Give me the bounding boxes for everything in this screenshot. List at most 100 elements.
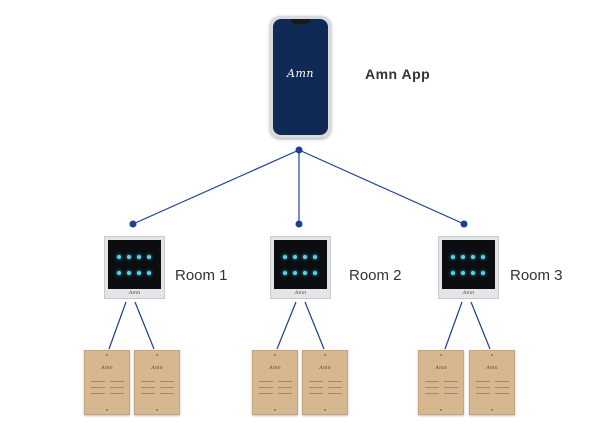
plate-screw: [440, 409, 442, 411]
smartphone-icon: Amn: [270, 16, 331, 138]
panel-button-icon: [313, 271, 317, 275]
plate-line: [160, 381, 174, 382]
plate-line: [328, 393, 342, 394]
plate-line: [495, 387, 509, 388]
room1-touch-panel-icon: Amn: [104, 236, 165, 299]
plate-line: [495, 393, 509, 394]
panel-button-icon: [461, 271, 465, 275]
plate-logo: Amn: [101, 365, 113, 371]
panel-button-icon: [137, 255, 141, 259]
app-label: Amn App: [365, 66, 431, 82]
plate-line: [141, 393, 155, 394]
plate-line: [110, 381, 124, 382]
plate-line: [278, 381, 292, 382]
panel-button-icon: [137, 271, 141, 275]
plate-line: [259, 381, 273, 382]
panel-button-icon: [147, 271, 151, 275]
plate-screw: [440, 354, 442, 356]
plate-line: [328, 381, 342, 382]
room2-touch-panel-icon: Amn: [270, 236, 331, 299]
plate-screw: [491, 409, 493, 411]
plate-line: [259, 387, 273, 388]
room3-node: [460, 220, 468, 228]
panel-button-icon: [471, 271, 475, 275]
plate-line: [160, 393, 174, 394]
plate-line: [309, 387, 323, 388]
plate-logo: Amn: [435, 365, 447, 371]
plate-screw: [106, 354, 108, 356]
plate-line: [425, 393, 439, 394]
plate-line: [141, 387, 155, 388]
phone-screen: Amn: [273, 19, 328, 135]
line-hub-room3: [298, 149, 465, 225]
panel-button-icon: [117, 271, 121, 275]
plate-line: [444, 393, 458, 394]
plate-screw: [274, 354, 276, 356]
panel-button-icon: [481, 255, 485, 259]
plate-line: [309, 381, 323, 382]
panel-brand: Amn: [294, 290, 307, 296]
panel-button-icon: [147, 255, 151, 259]
panel-button-icon: [313, 255, 317, 259]
line-room1-plate1: [108, 301, 127, 350]
panel-brand: Amn: [128, 290, 141, 296]
panel-screen: [108, 240, 161, 289]
plate-line: [309, 393, 323, 394]
plate-screw: [156, 409, 158, 411]
panel-button-icon: [451, 255, 455, 259]
plate-logo: Amn: [319, 365, 331, 371]
panel-button-icon: [117, 255, 121, 259]
plate-line: [425, 387, 439, 388]
panel-button-icon: [293, 255, 297, 259]
room2-label: Room 2: [349, 267, 402, 284]
phone-notch: [291, 19, 310, 24]
line-hub-room1: [132, 149, 300, 225]
plate-screw: [106, 409, 108, 411]
plate-logo: Amn: [151, 365, 163, 371]
plate-line: [91, 387, 105, 388]
plate-line: [160, 387, 174, 388]
plate-line: [476, 381, 490, 382]
panel-button-icon: [127, 271, 131, 275]
line-room2-plate1: [276, 301, 297, 350]
switch-plate-icon: Amn: [252, 350, 298, 415]
plate-line: [444, 387, 458, 388]
plate-line: [259, 393, 273, 394]
line-room1-plate2: [134, 301, 155, 350]
plate-line: [91, 381, 105, 382]
panel-button-icon: [293, 271, 297, 275]
panel-button-icon: [283, 271, 287, 275]
switch-plate-icon: Amn: [302, 350, 348, 415]
plate-line: [141, 381, 155, 382]
plate-line: [476, 387, 490, 388]
room3-label: Room 3: [510, 267, 563, 284]
room2-node: [295, 220, 303, 228]
plate-screw: [324, 409, 326, 411]
panel-button-icon: [283, 255, 287, 259]
panel-button-icon: [303, 255, 307, 259]
plate-screw: [156, 354, 158, 356]
panel-button-icon: [481, 271, 485, 275]
app-logo: Amn: [287, 67, 314, 80]
plate-line: [278, 387, 292, 388]
plate-screw: [274, 409, 276, 411]
plate-line: [278, 393, 292, 394]
plate-line: [91, 393, 105, 394]
panel-button-icon: [471, 255, 475, 259]
room3-touch-panel-icon: Amn: [438, 236, 499, 299]
plate-line: [444, 381, 458, 382]
panel-button-icon: [461, 255, 465, 259]
plate-line: [110, 393, 124, 394]
panel-button-icon: [451, 271, 455, 275]
switch-plate-icon: Amn: [418, 350, 464, 415]
panel-button-icon: [303, 271, 307, 275]
panel-screen: [442, 240, 495, 289]
plate-line: [495, 381, 509, 382]
line-room3-plate2: [470, 301, 491, 350]
plate-line: [425, 381, 439, 382]
panel-brand: Amn: [462, 290, 475, 296]
plate-logo: Amn: [269, 365, 281, 371]
panel-button-icon: [127, 255, 131, 259]
